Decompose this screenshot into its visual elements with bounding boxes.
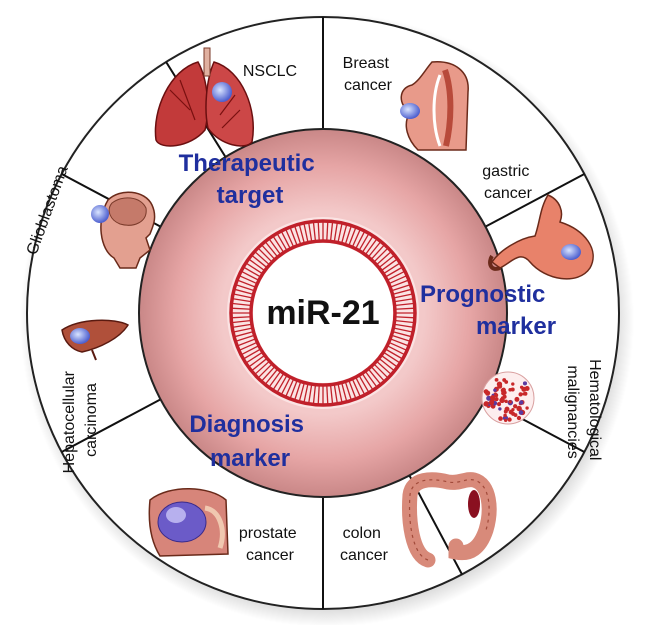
nsclc-label: NSCLC	[243, 63, 297, 80]
prognostic-marker-label: Prognostic marker	[420, 281, 556, 340]
prostate-icon	[148, 488, 229, 557]
colon-icon	[402, 472, 497, 568]
role-labels: Therapeutic target Prognostic marker Dia…	[179, 150, 556, 472]
therapeutic-target-label: Therapeutic target	[179, 150, 322, 209]
blood-cells-icon	[481, 371, 535, 425]
liver-icon	[61, 319, 130, 361]
colon-cancer-label: colon cancer	[340, 525, 389, 564]
prostate-cancer-label: prostate cancer	[239, 525, 301, 564]
segment-labels: NSCLC Breast cancer gastric cancer Hemat…	[24, 55, 603, 564]
segment-divider	[484, 173, 585, 228]
diagnosis-marker-label: Diagnosis marker	[189, 411, 310, 472]
gastric-cancer-label: gastric cancer	[482, 163, 534, 202]
lipid-bilayer	[229, 219, 417, 407]
hepatocellular-carcinoma-label: Hepatocellular carcinoma	[61, 367, 100, 474]
breast-icon	[400, 61, 469, 151]
lungs-icon	[154, 47, 254, 147]
vesicle-core	[253, 243, 393, 383]
mir21-label: miR-21	[266, 294, 379, 332]
hematological-malignancies-label: Hematological malignancies	[564, 359, 603, 465]
breast-cancer-label: Breast cancer	[343, 55, 394, 94]
stomach-icon	[488, 194, 594, 280]
head-brain-icon	[91, 191, 156, 269]
segment-divider	[61, 398, 162, 453]
